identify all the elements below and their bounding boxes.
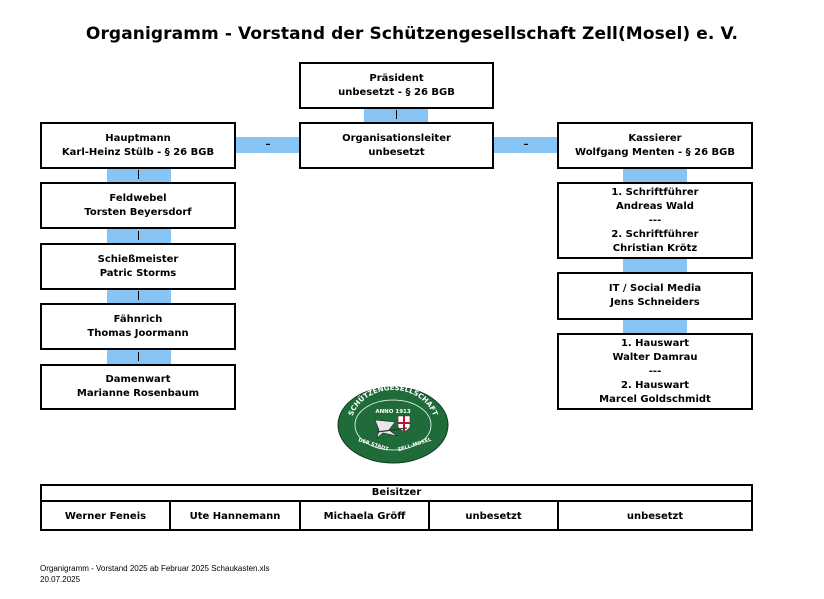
box-president: Präsident unbesetzt - § 26 BGB: [299, 62, 494, 109]
tick-line: [138, 231, 139, 240]
person-name: unbesetzt: [368, 146, 425, 158]
person-name: Marcel Goldschmidt: [599, 393, 711, 405]
box-schriftfuehrer: 1. Schriftführer Andreas Wald --- 2. Sch…: [557, 182, 753, 259]
connector-hauptmann-organizer: [236, 137, 300, 153]
role-label: 1. Schriftführer: [611, 186, 699, 198]
logo-inner-ring: [354, 399, 432, 451]
tick-line: [138, 352, 139, 361]
person-name: Torsten Beyersdorf: [84, 206, 192, 218]
role-label: 2. Hauswart: [620, 379, 690, 391]
beisitzer-header: Beisitzer: [42, 486, 751, 502]
role-label: IT / Social Media: [608, 283, 702, 294]
person-name: Wolfgang Menten - § 26 BGB: [575, 146, 735, 158]
person-name: Andreas Wald: [616, 200, 694, 212]
role-label: Hauptmann: [105, 132, 171, 144]
connector-dash-right: –: [523, 139, 529, 150]
connector-left-2: [107, 229, 171, 244]
connector-right-1: [623, 169, 687, 183]
beisitzer-cell: Werner Feneis: [42, 502, 171, 531]
box-organisationsleiter: Organisationsleiter unbesetzt: [299, 122, 494, 169]
box-hauptmann: Hauptmann Karl-Heinz Stülb - § 26 BGB: [40, 122, 236, 169]
page-title: Organigramm - Vorstand der Schützengesel…: [85, 24, 739, 44]
beisitzer-table: Beisitzer Werner Feneis Ute Hannemann Mi…: [40, 484, 753, 531]
separator-text: ---: [648, 365, 662, 377]
role-label: 2. Schriftführer: [611, 228, 699, 240]
person-name: Jens Schneiders: [610, 297, 700, 308]
beisitzer-row: Werner Feneis Ute Hannemann Michaela Grö…: [42, 502, 751, 531]
footer-filename: Organigramm - Vorstand 2025 ab Februar 2…: [40, 564, 270, 573]
beisitzer-cell: Ute Hannemann: [171, 502, 301, 531]
box-kassierer: Kassierer Wolfgang Menten - § 26 BGB: [557, 122, 753, 169]
connector-left-4: [107, 349, 171, 365]
box-it-social-media: IT / Social Media Jens Schneiders: [557, 272, 753, 320]
connector-right-3: [623, 319, 687, 334]
logo-year-text: ANNO 1913: [375, 409, 411, 415]
shield-icon: [397, 415, 411, 432]
role-label: Damenwart: [105, 374, 171, 385]
role-label: Organisationsleiter: [342, 132, 451, 144]
person-name: Christian Krötz: [612, 242, 698, 254]
role-label: Schießmeister: [97, 253, 179, 265]
eagle-icon: [374, 419, 408, 439]
tick-line: [396, 110, 397, 119]
person-name: Karl-Heinz Stülb - § 26 BGB: [61, 146, 215, 158]
tick-line: [138, 291, 139, 300]
tick-line: [138, 170, 139, 179]
club-logo: SCHÜTZENGESELLSCHAFT ANNO 1913 DER STADT…: [337, 386, 449, 464]
person-name: Thomas Joormann: [87, 327, 189, 339]
person-name: Walter Damrau: [612, 351, 698, 363]
role-label: Präsident: [369, 72, 424, 84]
role-label: Fähnrich: [113, 313, 163, 325]
box-feldwebel: Feldwebel Torsten Beyersdorf: [40, 182, 236, 229]
connector-left-1: [107, 169, 171, 183]
connector-organizer-kassierer: [494, 137, 558, 153]
beisitzer-cell: unbesetzt: [430, 502, 559, 531]
box-damenwart: Damenwart Marianne Rosenbaum: [40, 364, 236, 410]
connector-dash-left: –: [265, 139, 271, 150]
role-label: Kassierer: [628, 132, 682, 144]
footer-date: 20.07.2025: [40, 575, 81, 584]
box-faehnrich: Fähnrich Thomas Joormann: [40, 303, 236, 350]
box-hauswart: 1. Hauswart Walter Damrau --- 2. Hauswar…: [557, 333, 753, 410]
box-schiessmeister: Schießmeister Patric Storms: [40, 243, 236, 290]
person-name: Patric Storms: [99, 267, 177, 279]
connector-right-2: [623, 258, 687, 273]
connector-left-3: [107, 289, 171, 304]
beisitzer-cell: Michaela Gröff: [301, 502, 430, 531]
person-name: unbesetzt - § 26 BGB: [338, 86, 455, 98]
beisitzer-cell: unbesetzt: [626, 511, 684, 522]
person-name: Marianne Rosenbaum: [76, 388, 200, 399]
role-label: Feldwebel: [109, 192, 167, 204]
separator-text: ---: [648, 214, 662, 226]
role-label: 1. Hauswart: [620, 337, 690, 349]
page-footer: Organigramm - Vorstand 2025 ab Februar 2…: [40, 563, 269, 585]
